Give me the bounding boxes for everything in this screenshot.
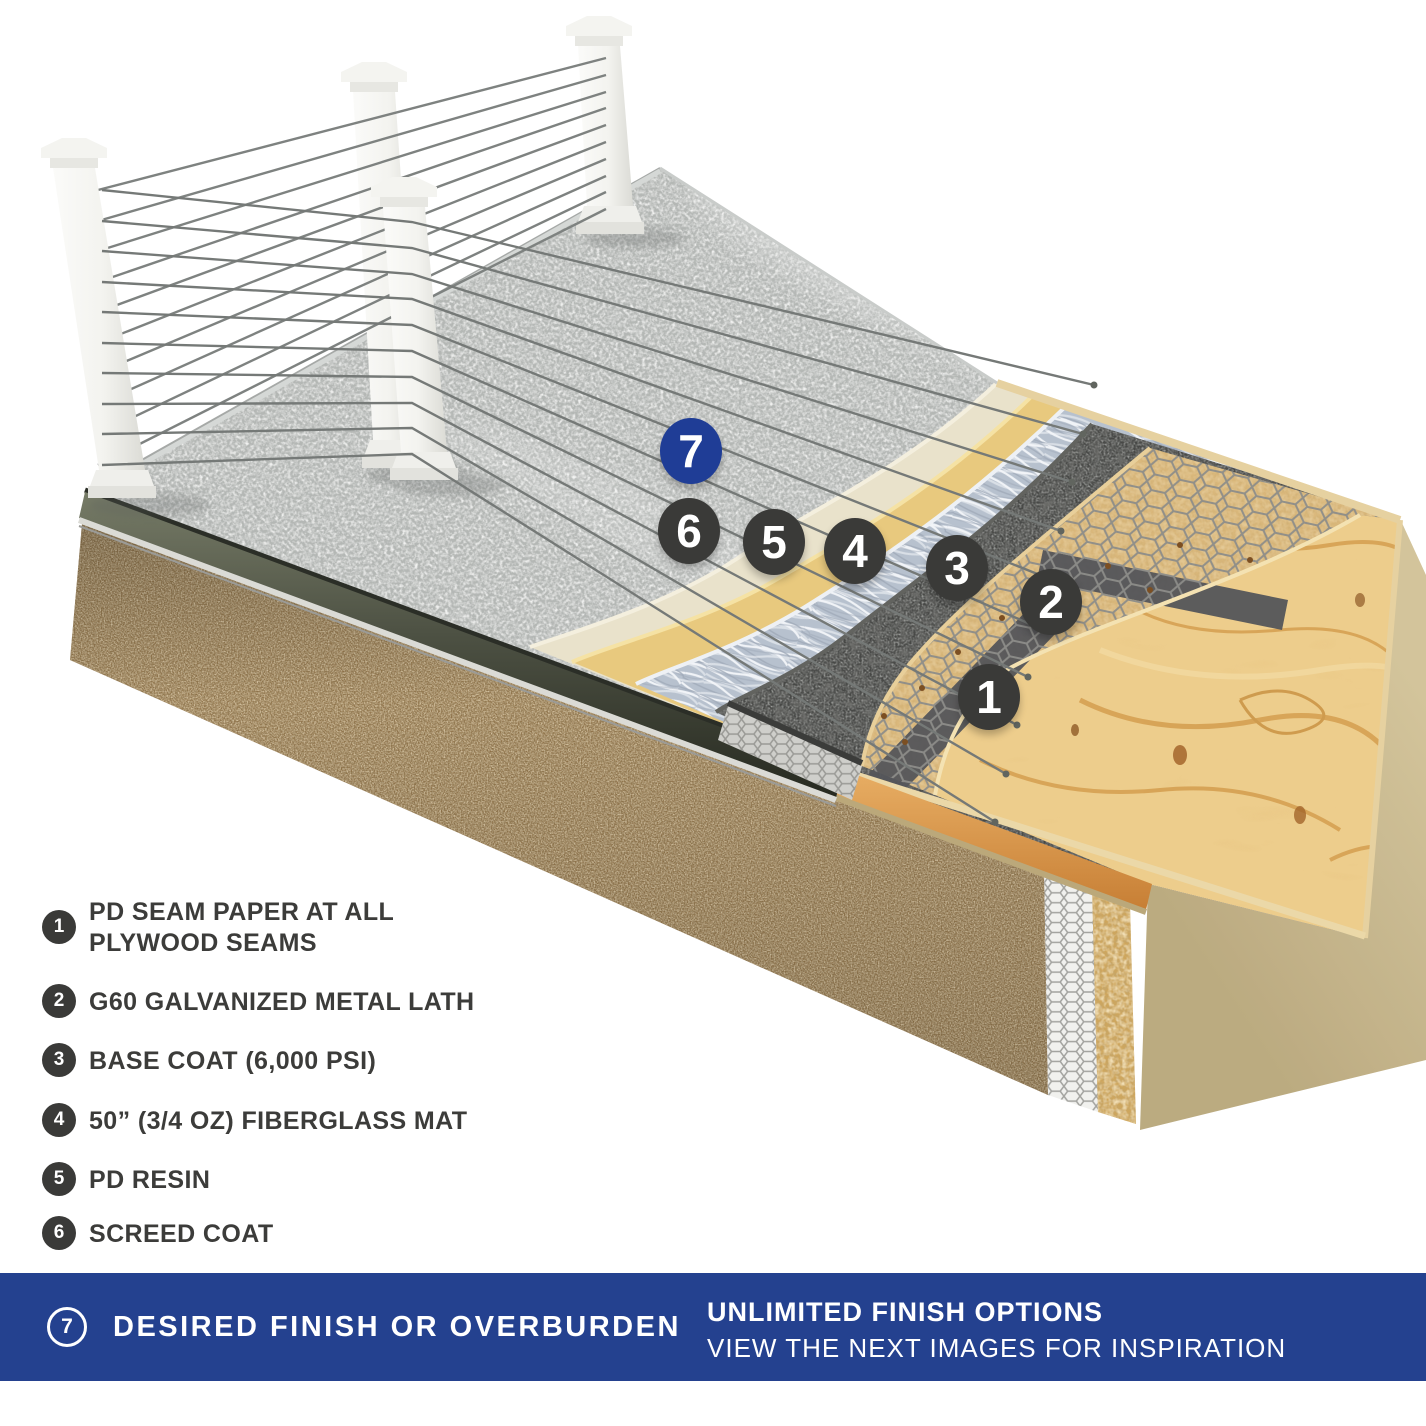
- footer-right-title: UNLIMITED FINISH OPTIONS: [707, 1297, 1104, 1327]
- edge-face-lath-white: [1044, 866, 1098, 1112]
- callout-6: 6: [658, 498, 720, 564]
- plywood-back-edge: [995, 379, 1402, 524]
- callout-1: 1: [958, 664, 1020, 730]
- callout-6-number: 6: [676, 505, 702, 557]
- plywood-front-edge: [838, 766, 1367, 940]
- footer-item-7-label: DESIRED FINISH OR OVERBURDEN: [113, 1310, 681, 1343]
- callout-5: 5: [743, 509, 805, 575]
- callout-4-number: 4: [842, 525, 868, 577]
- edge-face-osb: [1092, 888, 1136, 1124]
- footer-right-subtitle: VIEW THE NEXT IMAGES FOR INSPIRATION: [707, 1333, 1287, 1363]
- footer-item-7: 7 DESIRED FINISH OR OVERBURDEN: [47, 1273, 681, 1381]
- railing-post-front-left: [41, 138, 156, 498]
- callout-3-number: 3: [944, 542, 970, 594]
- drip-edge-flashing: [77, 487, 843, 807]
- railing: [41, 16, 1098, 826]
- callouts: 7 6 5 4 3 2 1: [658, 418, 1082, 735]
- callout-1-number: 1: [976, 671, 1002, 723]
- callout-5-number: 5: [761, 516, 787, 568]
- callout-7-number: 7: [678, 425, 704, 477]
- railing-post-front-middle: [371, 177, 458, 480]
- furring-strip: [832, 768, 1152, 910]
- callout-2: 2: [1020, 569, 1082, 635]
- callout-4: 4: [824, 518, 886, 584]
- callout-7: 7: [660, 418, 722, 484]
- footer-item-7-number: 7: [47, 1307, 87, 1347]
- footer-right-block: UNLIMITED FINISH OPTIONS VIEW THE NEXT I…: [707, 1294, 1286, 1366]
- callout-3: 3: [926, 535, 988, 601]
- deck-edges: [77, 166, 1403, 940]
- lath-turndown: [718, 700, 864, 800]
- footer-bar: 7 DESIRED FINISH OR OVERBURDEN UNLIMITED…: [0, 1273, 1426, 1381]
- callout-2-number: 2: [1038, 576, 1064, 628]
